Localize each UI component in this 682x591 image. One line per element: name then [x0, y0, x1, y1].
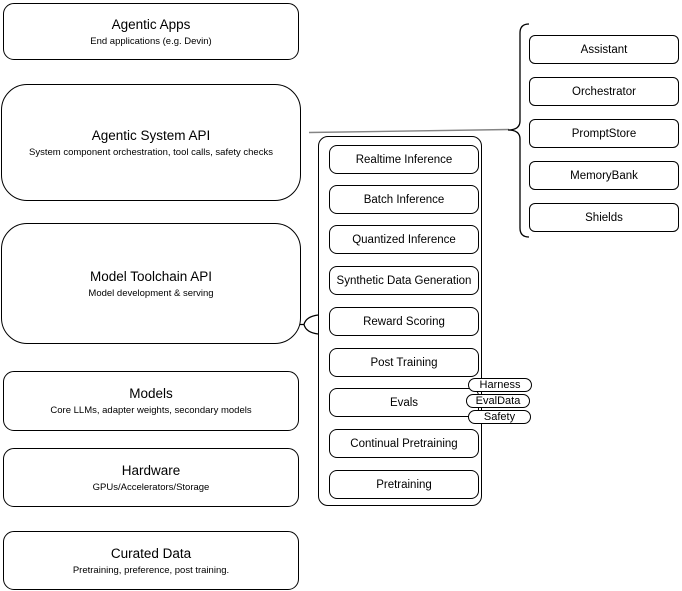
- pill-evaldata: EvalData: [466, 394, 530, 408]
- node-subtitle: Core LLMs, adapter weights, secondary mo…: [50, 405, 252, 416]
- node-memorybank: MemoryBank: [529, 161, 679, 190]
- node-label: Shields: [585, 211, 623, 224]
- pill-label: Harness: [479, 379, 521, 391]
- node-title: Agentic Apps: [111, 16, 191, 32]
- node-assistant: Assistant: [529, 35, 679, 64]
- node-label: Realtime Inference: [355, 153, 453, 166]
- node-model-toolchain-api: Model Toolchain API Model development & …: [1, 223, 301, 344]
- node-pretraining: Pretraining: [329, 470, 479, 499]
- node-orchestrator: Orchestrator: [529, 77, 679, 106]
- node-title: Hardware: [121, 462, 181, 478]
- toolchain-group-frame: [318, 136, 482, 506]
- node-label: PromptStore: [571, 127, 637, 140]
- system-api-to-components-connector-line: [308, 128, 510, 134]
- node-hardware: Hardware GPUs/Accelerators/Storage: [3, 448, 299, 507]
- system-components-brace: [507, 23, 530, 238]
- pill-harness: Harness: [468, 378, 532, 392]
- node-label: Reward Scoring: [363, 315, 445, 328]
- node-label: Pretraining: [376, 478, 432, 491]
- pill-safety: Safety: [468, 410, 531, 424]
- node-subtitle: Model development & serving: [88, 287, 214, 299]
- node-label: Synthetic Data Generation: [336, 274, 472, 287]
- pill-label: EvalData: [475, 395, 521, 407]
- node-label: Batch Inference: [363, 193, 445, 206]
- node-continual-pretraining: Continual Pretraining: [329, 429, 479, 458]
- node-promptstore: PromptStore: [529, 119, 679, 148]
- node-synthetic-data-generation: Synthetic Data Generation: [329, 266, 479, 295]
- node-post-training: Post Training: [329, 348, 479, 377]
- node-subtitle: GPUs/Accelerators/Storage: [92, 481, 210, 493]
- node-label: Orchestrator: [572, 85, 636, 98]
- node-reward-scoring: Reward Scoring: [329, 307, 479, 336]
- node-title: Curated Data: [110, 545, 192, 561]
- node-curated-data: Curated Data Pretraining, preference, po…: [3, 531, 299, 590]
- node-label: Assistant: [580, 43, 628, 56]
- node-title: Agentic System API: [91, 127, 211, 143]
- node-subtitle: System component orchestration, tool cal…: [29, 146, 273, 158]
- node-realtime-inference: Realtime Inference: [329, 145, 479, 174]
- node-label: Evals: [389, 396, 419, 409]
- node-quantized-inference: Quantized Inference: [329, 225, 479, 254]
- node-label: Quantized Inference: [352, 233, 456, 246]
- node-title: Model Toolchain API: [89, 268, 213, 284]
- node-agentic-apps: Agentic Apps End applications (e.g. Devi…: [3, 3, 299, 60]
- node-batch-inference: Batch Inference: [329, 185, 479, 214]
- node-models: Models Core LLMs, adapter weights, secon…: [3, 371, 299, 431]
- toolchain-group-cusp: [299, 314, 319, 335]
- node-label: Post Training: [370, 356, 438, 369]
- node-evals: Evals: [329, 388, 479, 417]
- pill-label: Safety: [483, 411, 516, 423]
- node-agentic-system-api: Agentic System API System component orch…: [1, 84, 301, 201]
- node-label: Continual Pretraining: [350, 437, 458, 450]
- node-subtitle: End applications (e.g. Devin): [90, 35, 212, 47]
- node-label: MemoryBank: [570, 169, 638, 182]
- node-subtitle: Pretraining, preference, post training.: [72, 564, 230, 576]
- node-shields: Shields: [529, 203, 679, 232]
- node-title: Models: [129, 386, 173, 401]
